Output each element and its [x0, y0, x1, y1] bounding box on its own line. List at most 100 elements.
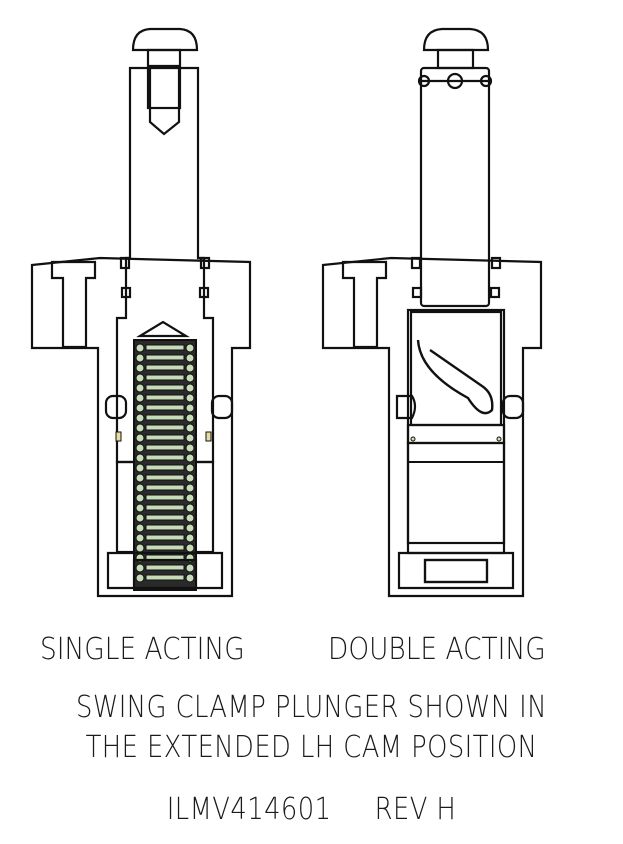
- spring-wire: [185, 403, 195, 413]
- spring-wire: [135, 383, 145, 393]
- spring-wire: [135, 463, 145, 473]
- spring-wire: [135, 423, 145, 433]
- cross-section-drawing: [30, 27, 543, 598]
- spring-wire: [185, 533, 195, 543]
- spring-wire: [185, 543, 195, 553]
- spring-coil: [145, 444, 185, 451]
- cam-pin-right: [210, 394, 234, 420]
- spring-coil: [145, 374, 185, 381]
- spring-coil: [145, 434, 185, 441]
- spring-coil: [145, 494, 185, 501]
- spring-wire: [135, 573, 145, 583]
- spring-coil: [145, 344, 185, 351]
- tapped-hole: [148, 64, 181, 136]
- spring-wire: [135, 503, 145, 513]
- ball-detent: [446, 72, 464, 90]
- spring-coil: [145, 424, 185, 431]
- drawing-id: ILMV414601 REV H: [166, 792, 457, 827]
- spring-wire: [185, 473, 195, 483]
- double-acting-label: DOUBLE ACTING: [328, 632, 546, 667]
- ball-detent-left: [417, 74, 431, 88]
- bushing-right: [496, 436, 502, 442]
- spring-wire: [185, 423, 195, 433]
- rod-seal-right: [198, 286, 210, 299]
- spring-wire: [135, 563, 145, 573]
- cam-pin-right: [501, 394, 525, 420]
- spring-wire: [185, 493, 195, 503]
- rod-seal-left: [411, 286, 423, 299]
- spring-wire: [135, 353, 145, 363]
- spring-wire: [185, 503, 195, 513]
- cam-groove: [416, 339, 494, 415]
- spring-wire: [135, 413, 145, 423]
- piston-ring: [406, 423, 506, 445]
- spring-wire: [135, 483, 145, 493]
- wiper-seal-left: [119, 256, 131, 270]
- cap-screw: [131, 27, 199, 52]
- spring-wire: [135, 473, 145, 483]
- spring-coil: [145, 574, 185, 581]
- spring-wire: [185, 383, 195, 393]
- spring-coil: [145, 504, 185, 511]
- spring-coil: [145, 524, 185, 531]
- spring-wire: [185, 463, 195, 473]
- spring-coil: [145, 534, 185, 541]
- spring-wire: [185, 453, 195, 463]
- spring-coil: [145, 464, 185, 471]
- spring-wire: [185, 483, 195, 493]
- bushing-left: [115, 431, 122, 442]
- rod-seal-left: [120, 286, 132, 299]
- single-acting-view: [30, 27, 252, 598]
- spring-coil: [145, 414, 185, 421]
- spring-wire: [185, 393, 195, 403]
- double-acting-view: [321, 27, 543, 598]
- wiper-seal-right: [490, 256, 502, 270]
- spring-coil: [145, 564, 185, 571]
- spring-wire: [185, 353, 195, 363]
- spring-wire: [185, 573, 195, 583]
- end-cap: [106, 551, 224, 590]
- screw-shank: [146, 48, 182, 110]
- spring-coil: [145, 514, 185, 521]
- spring-wire: [135, 343, 145, 353]
- spring-wire: [135, 373, 145, 383]
- spring-coil: [145, 474, 185, 481]
- clamp-body: [321, 256, 543, 598]
- cylinder-bore: [406, 308, 506, 555]
- bushing-left: [410, 436, 416, 442]
- ball-detent-right: [479, 74, 493, 88]
- spring-wire: [135, 513, 145, 523]
- spring-wire: [185, 523, 195, 533]
- spring-wire: [185, 363, 195, 373]
- spring-coil: [145, 544, 185, 551]
- spring-wire: [135, 493, 145, 503]
- spring-plug: [136, 320, 190, 338]
- rod-seal-right: [489, 286, 501, 299]
- return-spring: [135, 343, 195, 583]
- end-cap-port: [423, 558, 489, 584]
- spring-wire: [135, 393, 145, 403]
- spring-wire: [135, 453, 145, 463]
- bushing-right: [205, 431, 212, 442]
- spring-wire: [135, 403, 145, 413]
- spring-wire: [135, 533, 145, 543]
- plunger-head: [422, 27, 490, 52]
- caption-line-2: THE EXTENDED LH CAM POSITION: [85, 730, 538, 765]
- wiper-seal-left: [410, 256, 422, 270]
- screw-neck: [436, 48, 475, 70]
- spring-wire: [185, 373, 195, 383]
- spring-wire: [185, 433, 195, 443]
- spring-coil: [145, 394, 185, 401]
- spring-coil: [145, 384, 185, 391]
- spring-coil: [145, 484, 185, 491]
- plunger-rod: [419, 66, 491, 308]
- wiper-seal-right: [199, 256, 211, 270]
- spring-wire: [185, 413, 195, 423]
- spring-wire: [185, 443, 195, 453]
- spring-wire: [185, 513, 195, 523]
- spring-coil: [145, 404, 185, 411]
- single-acting-label: SINGLE ACTING: [40, 632, 245, 667]
- spring-wire: [135, 443, 145, 453]
- caption-line-1: SWING CLAMP PLUNGER SHOWN IN: [76, 690, 547, 725]
- spring-wire: [185, 343, 195, 353]
